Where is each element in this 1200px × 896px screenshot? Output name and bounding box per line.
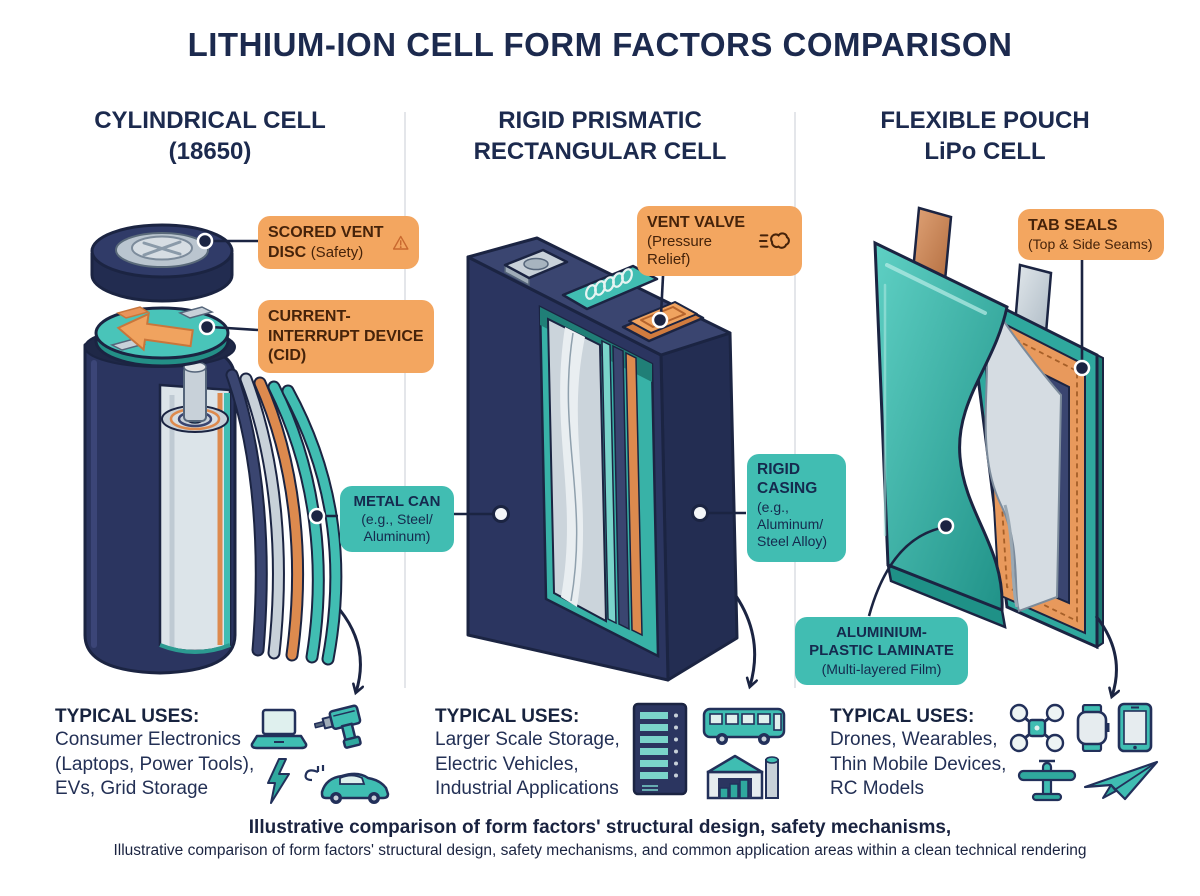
icons-pouch-uses — [1008, 700, 1166, 806]
rc-plane-icon — [1017, 759, 1077, 802]
pouch-cell-illustration — [873, 206, 1104, 650]
typical-uses-cylindrical: TYPICAL USES: Consumer Electronics (Lapt… — [55, 706, 255, 800]
icons-cylindrical-uses — [250, 700, 400, 806]
electric-bus-icon — [702, 707, 786, 745]
callout-current-interrupt-device: CURRENT-INTERRUPT DEVICE (CID) — [258, 300, 434, 373]
rc-jet-icon — [1084, 760, 1159, 801]
power-drill-icon — [314, 704, 362, 749]
icons-prismatic-uses — [628, 700, 790, 806]
callout-metal-can: METAL CAN (e.g., Steel/ Aluminum) — [340, 486, 454, 553]
typical-uses-prismatic: TYPICAL USES: Larger Scale Storage, Elec… — [435, 706, 620, 800]
vent-cap — [90, 223, 234, 303]
column-divider — [404, 112, 406, 688]
cylindrical-cell-illustration — [83, 223, 343, 675]
laminate-front-flap — [873, 240, 1009, 630]
electric-car-icon — [304, 765, 390, 804]
column-heading-prismatic: RIGID PRISMATIC RECTANGULAR CELL — [473, 107, 727, 165]
page-title: LITHIUM-ION CELL FORM FACTORS COMPARISON — [187, 26, 1013, 63]
jelly-roll-layers — [225, 368, 343, 666]
server-rack-icon — [632, 702, 688, 796]
callout-aluminium-plastic-laminate: ALUMINIUM-PLASTIC LAMINATE (Multi-layere… — [795, 617, 968, 685]
footer-caption-line2: Illustrative comparison of form factors'… — [113, 842, 1087, 859]
warning-triangle-icon — [392, 235, 409, 250]
callout-scored-vent-disc: SCORED VENT DISC (Safety) — [258, 216, 419, 270]
column-divider — [794, 112, 796, 688]
callout-vent-valve: VENT VALVE (Pressure Relief) — [637, 206, 802, 277]
cid-disc — [94, 306, 230, 368]
drone-icon — [1009, 703, 1065, 753]
industrial-building-icon — [706, 754, 779, 800]
column-heading-cylindrical: CYLINDRICAL CELL (18650) — [94, 107, 326, 165]
lightning-bolt-icon — [267, 758, 290, 804]
callout-text: SCORED VENT DISC (Safety) — [268, 224, 384, 261]
laptop-icon — [250, 708, 308, 750]
callout-tab-seals: TAB SEALS (Top & Side Seams) — [1018, 209, 1164, 260]
footer-caption-line1: Illustrative comparison of form factors'… — [248, 817, 952, 838]
gas-release-icon — [759, 232, 791, 249]
prismatic-cutaway — [538, 304, 660, 659]
terminal-block — [503, 248, 569, 287]
callout-text: VENT VALVE (Pressure Relief) — [647, 214, 746, 268]
callout-rigid-casing: RIGID CASING (e.g., Aluminum/ Steel Allo… — [747, 454, 846, 562]
pouch-rear-panel — [965, 287, 1104, 650]
prismatic-cell-illustration — [466, 236, 739, 682]
smartphone-icon — [1117, 702, 1153, 753]
smartwatch-icon — [1076, 704, 1110, 752]
spring-mechanism — [561, 264, 659, 311]
typical-uses-pouch: TYPICAL USES: Drones, Wearables, Thin Mo… — [830, 706, 1007, 800]
column-heading-pouch: FLEXIBLE POUCH LiPo CELL — [880, 107, 1090, 165]
